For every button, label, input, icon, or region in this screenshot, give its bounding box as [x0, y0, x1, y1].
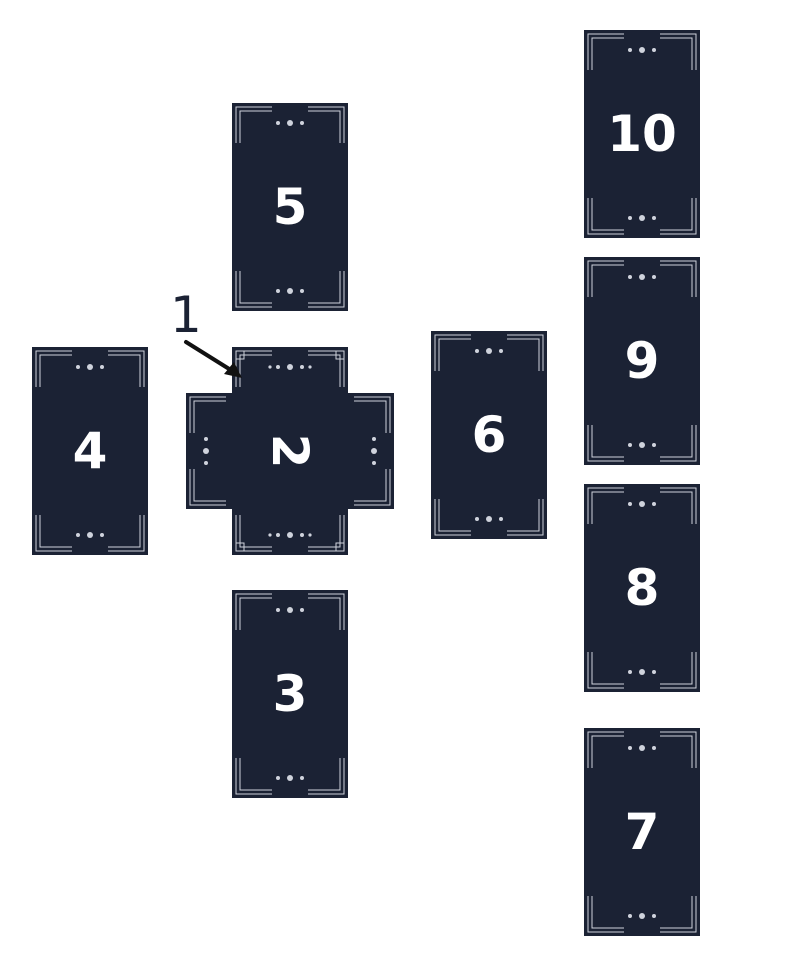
card-ornament-icon — [434, 334, 544, 536]
card-1-label: 1 — [170, 286, 202, 344]
card-number: 4 — [72, 422, 108, 480]
card-ornament-icon — [189, 396, 391, 506]
card-number: 5 — [272, 178, 308, 236]
card-ornament-icon — [587, 260, 697, 462]
card-ornament-icon — [235, 593, 345, 795]
card-number: 8 — [624, 559, 660, 617]
tarot-card-10: 10 — [584, 30, 700, 238]
card-ornament-icon — [35, 350, 145, 552]
card-number: 3 — [272, 665, 308, 723]
tarot-card-4: 4 — [32, 347, 148, 555]
tarot-card-6: 6 — [431, 331, 547, 539]
card-ornament-icon — [235, 106, 345, 308]
card-ornament-icon — [587, 487, 697, 689]
tarot-card-7: 7 — [584, 728, 700, 936]
pointer-arrow-icon — [184, 340, 242, 378]
tarot-card-3: 3 — [232, 590, 348, 798]
card-number: 7 — [624, 803, 660, 861]
tarot-card-8: 8 — [584, 484, 700, 692]
tarot-card-5: 5 — [232, 103, 348, 311]
card-number: 2 — [261, 433, 319, 469]
card-ornament-icon — [587, 33, 697, 235]
tarot-card-9: 9 — [584, 257, 700, 465]
card-number: 6 — [471, 406, 507, 464]
tarot-card-2: 2 — [186, 393, 394, 509]
card-ornament-icon — [587, 731, 697, 933]
card-number: 10 — [607, 105, 677, 163]
card-number: 9 — [624, 332, 660, 390]
card-ornament-icon — [235, 350, 345, 552]
